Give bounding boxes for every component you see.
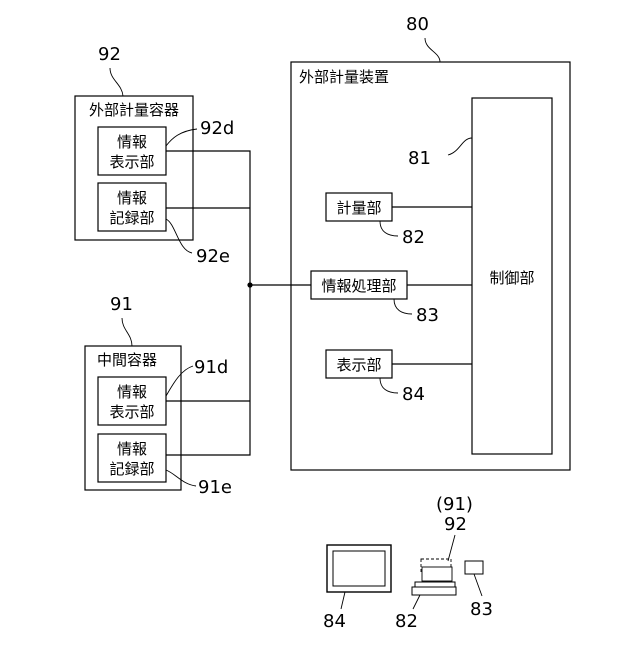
processor-icon bbox=[465, 561, 483, 574]
ref-80: 80 bbox=[406, 14, 429, 35]
external-measuring-device: 外部計量装置 80 制御部 81 計量部 82 情報処理部 83 表示部 84 bbox=[291, 14, 570, 470]
bus-junction-dot bbox=[247, 282, 252, 287]
illus-ref-84: 84 bbox=[323, 611, 346, 632]
ref-91d: 91d bbox=[194, 357, 228, 378]
ref-80-leader bbox=[425, 38, 440, 62]
intermediate-info-display-line1: 情報 bbox=[117, 383, 147, 401]
external-container-title: 外部計量容器 bbox=[89, 101, 179, 119]
scale-icon bbox=[412, 587, 456, 595]
external-info-record-line1: 情報 bbox=[117, 189, 147, 207]
container-icon bbox=[422, 567, 452, 581]
display-unit-label: 表示部 bbox=[336, 356, 381, 374]
illus-84-leader bbox=[341, 592, 345, 609]
external-info-display-line2: 表示部 bbox=[109, 153, 154, 171]
external-info-display-line1: 情報 bbox=[117, 133, 147, 151]
external-info-record-line2: 記録部 bbox=[109, 209, 154, 227]
ref-92-leader bbox=[110, 68, 123, 96]
intermediate-container-title: 中間容器 bbox=[97, 351, 157, 369]
ref-81: 81 bbox=[408, 148, 431, 169]
illus-92-leader bbox=[448, 535, 455, 561]
illus-82-leader bbox=[413, 595, 420, 609]
monitor-screen bbox=[333, 551, 385, 586]
illus-ref-82: 82 bbox=[395, 611, 418, 632]
ref-92: 92 bbox=[98, 44, 121, 65]
intermediate-info-record-line1: 情報 bbox=[117, 440, 147, 458]
setup-illustration: 84 (91) 92 82 83 bbox=[323, 494, 493, 632]
ref-91-leader bbox=[122, 318, 132, 346]
illus-83-leader bbox=[474, 574, 482, 596]
illus-ref-83: 83 bbox=[470, 599, 493, 620]
ref-91e: 91e bbox=[198, 477, 232, 498]
ref-82: 82 bbox=[402, 227, 425, 248]
ref-84: 84 bbox=[402, 384, 425, 405]
illus-ref-91-paren: (91) bbox=[436, 494, 473, 515]
external-measuring-container: 92 外部計量容器 情報 表示部 92d 情報 記録部 92e bbox=[75, 44, 234, 267]
ref-92e: 92e bbox=[196, 246, 230, 267]
intermediate-container: 91 中間容器 情報 表示部 91d 情報 記録部 91e bbox=[85, 294, 232, 498]
info-processing-unit-label: 情報処理部 bbox=[321, 277, 396, 295]
measuring-unit-label: 計量部 bbox=[336, 199, 381, 217]
scale-platform bbox=[415, 582, 455, 587]
external-device-title: 外部計量装置 bbox=[299, 68, 389, 86]
ref-91: 91 bbox=[110, 294, 133, 315]
control-unit-label: 制御部 bbox=[489, 269, 534, 287]
ref-83: 83 bbox=[416, 305, 439, 326]
intermediate-info-record-line2: 記録部 bbox=[109, 460, 154, 478]
intermediate-info-display-line2: 表示部 bbox=[109, 403, 154, 421]
illus-ref-92: 92 bbox=[444, 514, 467, 535]
ref-92d: 92d bbox=[200, 118, 234, 139]
